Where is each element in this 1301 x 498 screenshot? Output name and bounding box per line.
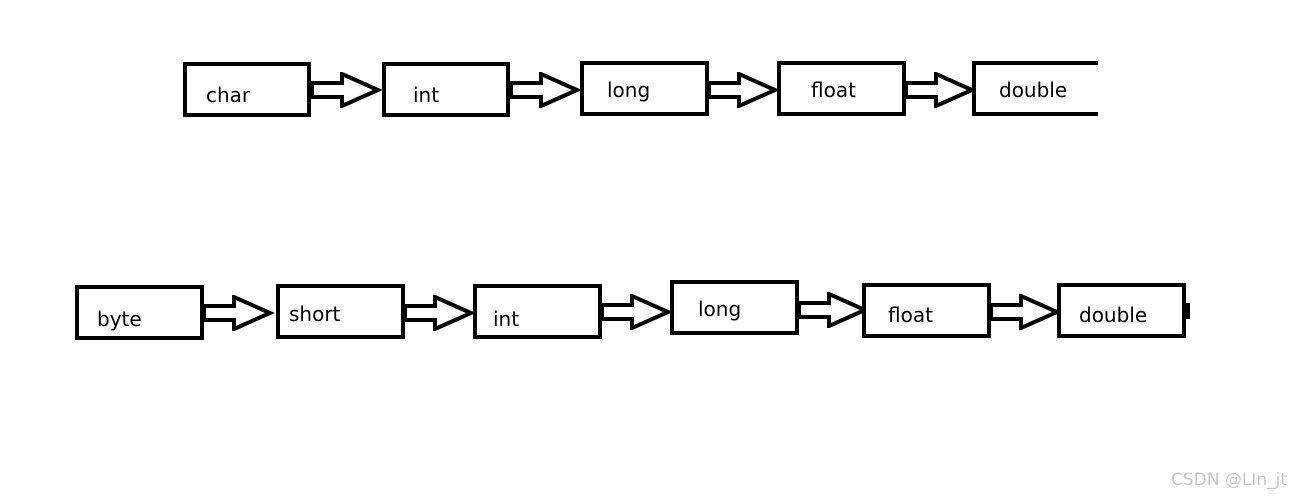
right-arrow-icon — [310, 72, 383, 108]
edge-mark — [1186, 303, 1190, 319]
type-label: int — [413, 83, 440, 107]
type-box-float: float — [777, 61, 906, 116]
type-label: float — [888, 303, 933, 327]
type-label: double — [999, 78, 1068, 102]
right-arrow-icon — [797, 292, 870, 328]
type-label: long — [698, 297, 742, 321]
right-arrow-icon — [904, 72, 977, 108]
type-label: float — [811, 78, 856, 102]
type-box-double: double — [972, 61, 1098, 116]
right-arrow-icon — [202, 295, 275, 331]
type-box-long: long — [580, 61, 709, 116]
right-arrow-icon — [989, 294, 1062, 330]
type-label: byte — [97, 307, 142, 331]
right-arrow-icon — [600, 294, 673, 330]
type-label: short — [289, 302, 341, 326]
type-box-short: short — [276, 284, 405, 339]
type-label: long — [607, 78, 651, 102]
type-box-char: char — [183, 62, 311, 117]
type-box-long: long — [670, 280, 799, 335]
type-label: char — [206, 83, 251, 107]
type-box-int: int — [382, 62, 510, 117]
watermark: CSDN @LIn_jt — [1170, 470, 1287, 490]
type-label: double — [1079, 303, 1148, 327]
right-arrow-icon — [707, 72, 780, 108]
type-box-float: float — [862, 283, 991, 338]
right-arrow-icon — [403, 295, 476, 331]
type-box-int: int — [473, 284, 602, 339]
type-box-byte: byte — [75, 285, 204, 340]
type-label: int — [493, 307, 520, 331]
right-arrow-icon — [509, 72, 582, 108]
type-box-double: double — [1057, 283, 1186, 338]
